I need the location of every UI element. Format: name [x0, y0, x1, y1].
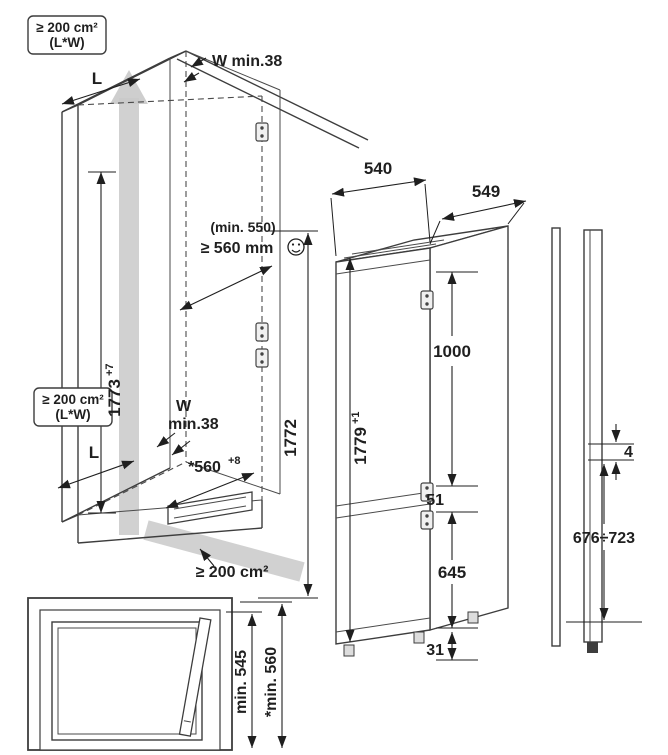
- niche-width-label: *560: [188, 459, 221, 476]
- floor-vent-grille: [167, 491, 253, 525]
- appliance-foot: [413, 631, 425, 644]
- hinge-icon: [420, 290, 434, 310]
- airflow-arrow: [110, 70, 305, 582]
- dimension-lines: [57, 56, 642, 748]
- vent-requirement-box-left: ≥ 200 cm² (L*W): [33, 387, 113, 427]
- appliance-foot: [343, 644, 355, 657]
- depth-total-label: 549: [472, 182, 500, 201]
- hinge-icon: [420, 510, 434, 530]
- hinge-icon: [255, 122, 269, 142]
- vent-bottom-label: ≥ 200 cm²: [196, 564, 269, 581]
- open-door: [178, 617, 212, 737]
- vent-left-line1: ≥ 200 cm²: [42, 392, 104, 407]
- niche-top-length-label: L: [92, 69, 102, 88]
- gap-label: 51: [426, 492, 444, 509]
- svg-text:1773: 1773: [105, 379, 124, 417]
- side-panel-drawing: [551, 227, 603, 653]
- smiley-icon: [287, 238, 305, 256]
- svg-text:+7: +7: [104, 363, 116, 376]
- dimension-labels: L W min.38 (min. 550) ≥ 560 mm 1773 +7 W…: [89, 53, 635, 717]
- appliance-height-label: 1779 +1: [350, 411, 370, 464]
- vent-requirement-box-top: ≥ 200 cm² (L*W): [27, 15, 107, 55]
- svg-text:*min. 560: *min. 560: [263, 647, 280, 717]
- top-view-depth-label: min. 545: [233, 650, 250, 714]
- top-view-depth-star-label: *min. 560: [263, 647, 280, 717]
- svg-text:+1: +1: [350, 411, 362, 424]
- niche-inner-height-label: 1772: [281, 419, 300, 457]
- niche-width-tol: +8: [228, 455, 241, 467]
- hinge-icon: [255, 322, 269, 342]
- svg-text:1779: 1779: [351, 427, 370, 465]
- vent-top-line2: (L*W): [49, 35, 84, 50]
- niche-top-wall-label: W min.38: [212, 53, 282, 70]
- niche-depth-req: ≥ 560 mm: [201, 240, 274, 257]
- hinge-icon: [255, 348, 269, 368]
- niche-side-length-label: L: [89, 443, 99, 462]
- niche-depth-note: (min. 550): [210, 219, 275, 235]
- lower-door-label: 645: [438, 563, 466, 582]
- top-view-drawing: [27, 597, 233, 751]
- fridge-drawing: [335, 225, 509, 657]
- panel-range-label: 676÷723: [573, 530, 635, 547]
- svg-text:1772: 1772: [281, 419, 300, 457]
- side-wall-w-label: W: [176, 398, 192, 415]
- svg-text:min. 545: min. 545: [233, 650, 250, 714]
- vent-left-line2: (L*W): [55, 407, 90, 422]
- panel-foot: [587, 642, 598, 653]
- vent-top-line1: ≥ 200 cm²: [36, 20, 98, 35]
- niche-height-label: 1773 +7: [104, 363, 124, 416]
- side-wall-min-label: min.38: [168, 416, 219, 433]
- panel-gap-label: 4: [624, 444, 633, 461]
- plinth-label: 31: [426, 642, 444, 659]
- appliance-foot: [467, 611, 479, 624]
- upper-door-label: 1000: [433, 342, 471, 361]
- depth-top-label: 540: [364, 159, 392, 178]
